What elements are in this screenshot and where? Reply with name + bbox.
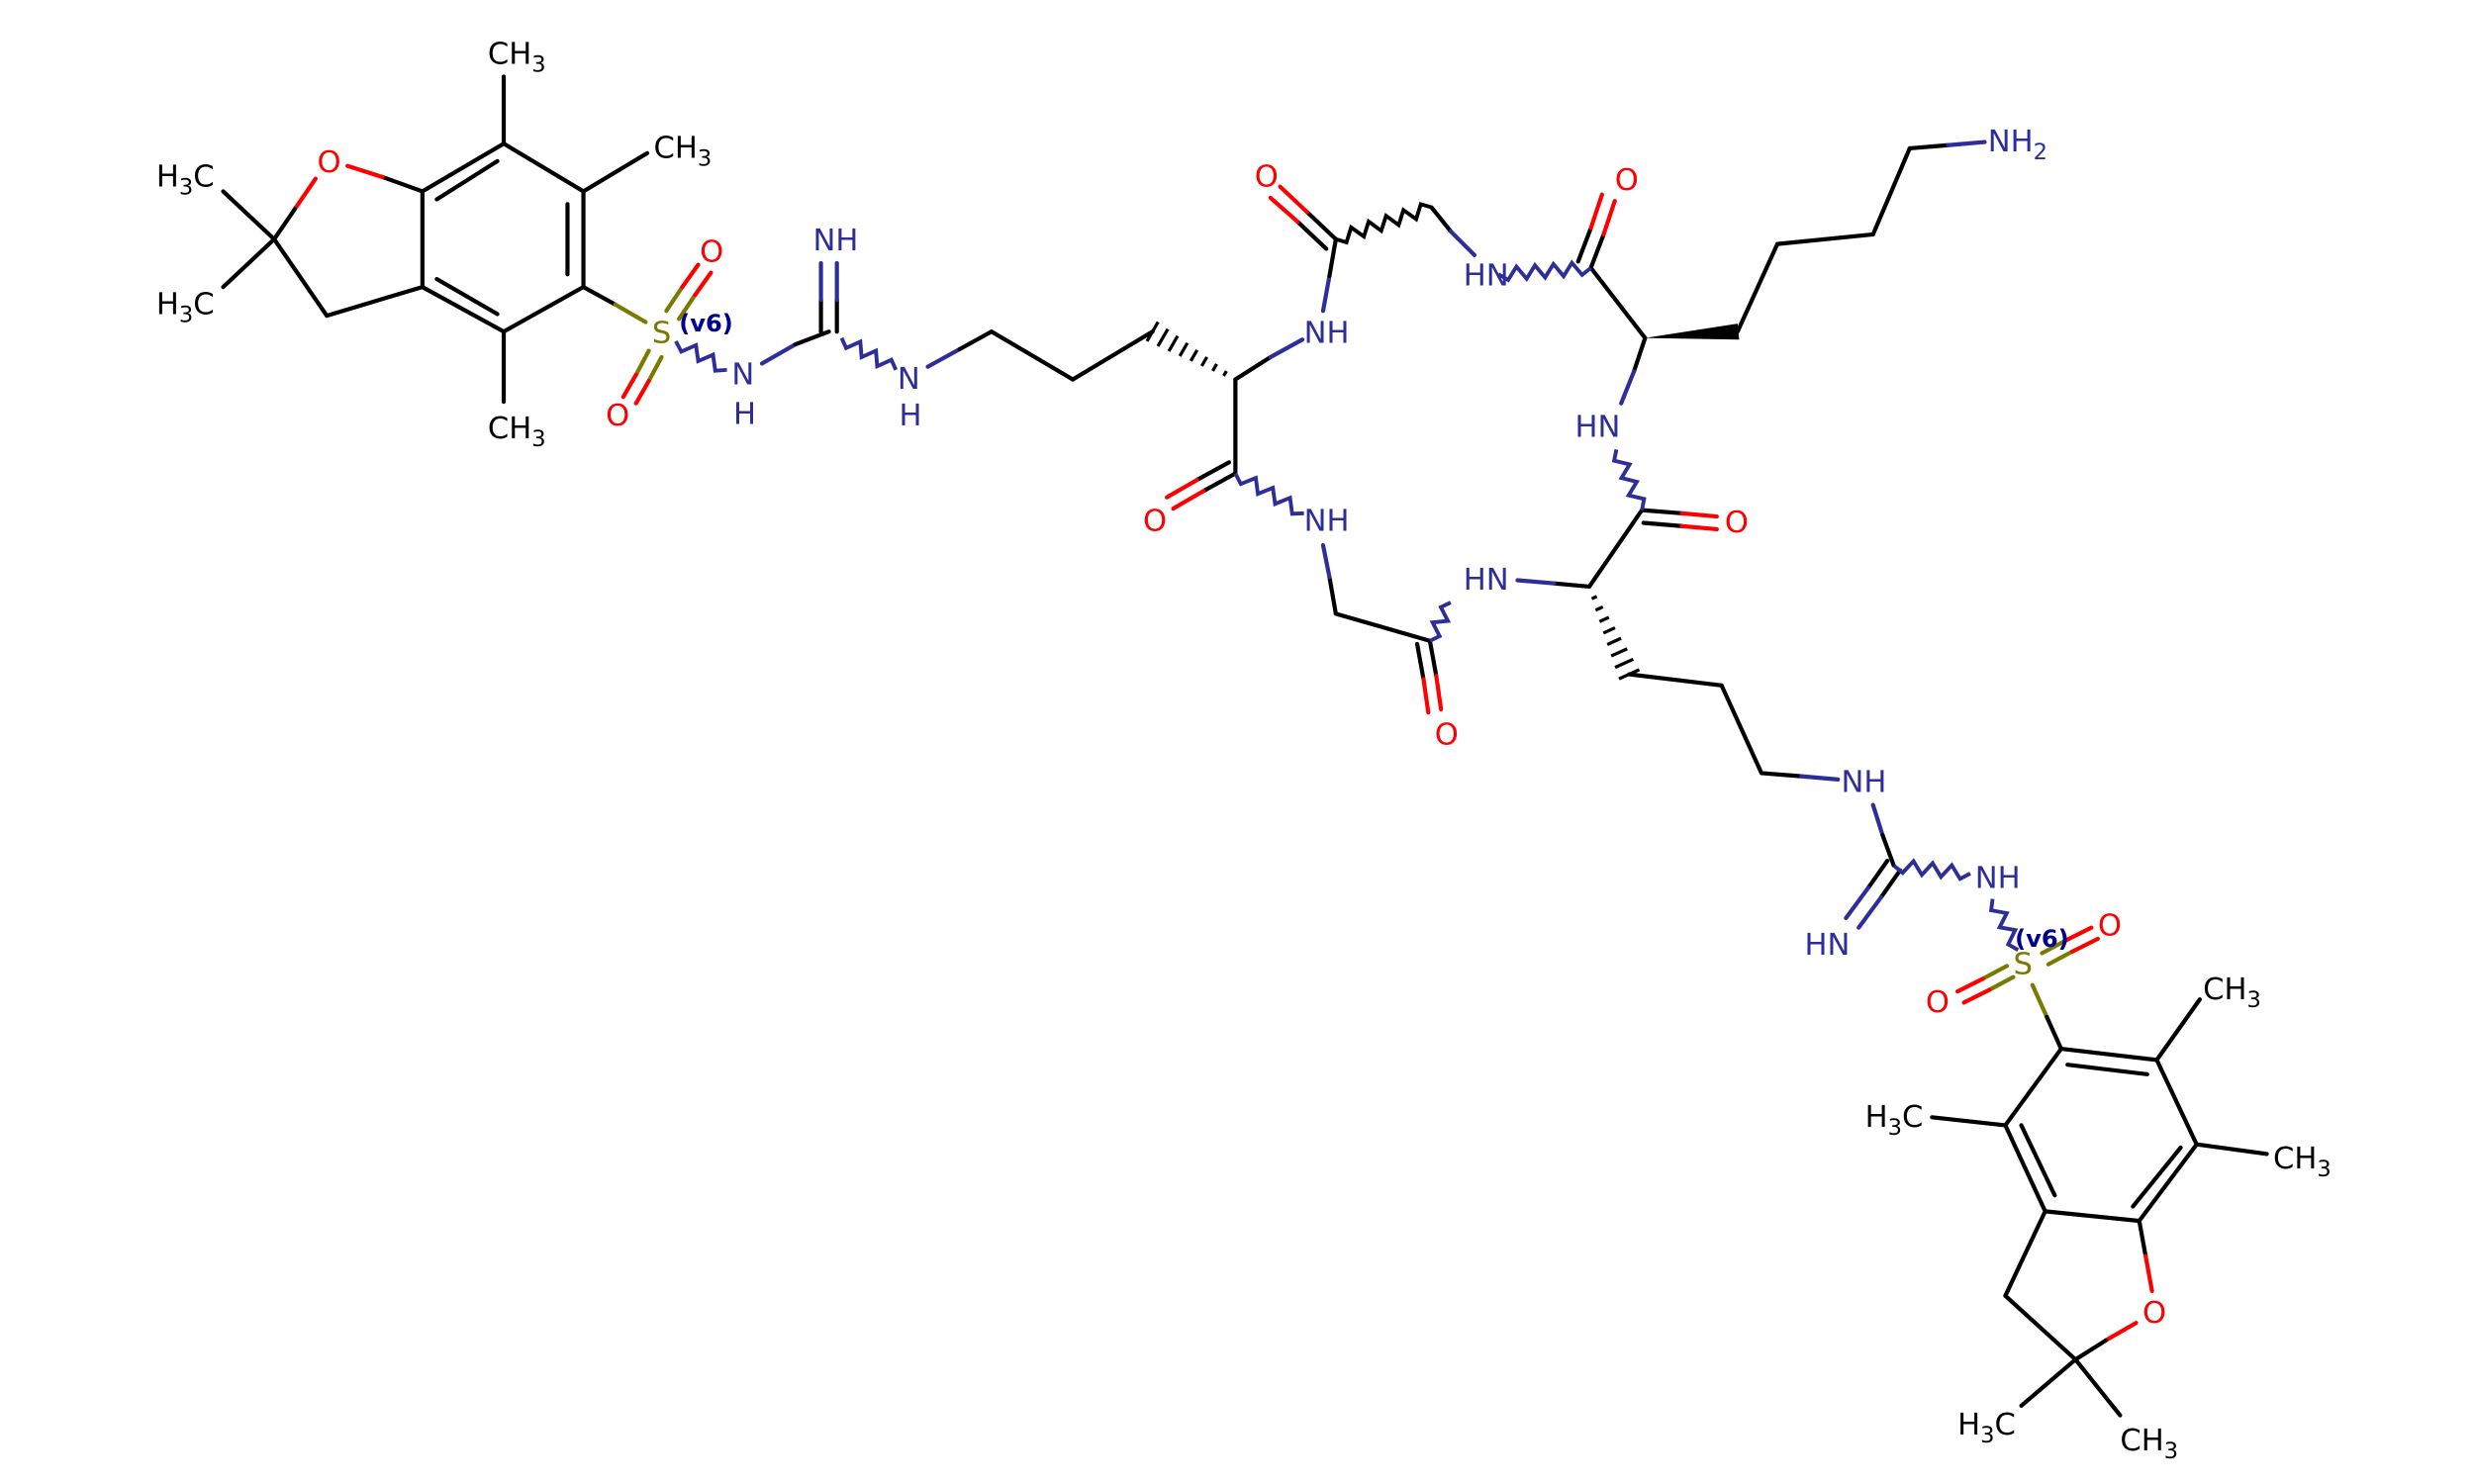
atom-label: NH bbox=[813, 224, 859, 258]
hash-line bbox=[1167, 334, 1180, 352]
atom-label: HN bbox=[1574, 411, 1620, 445]
hash-line bbox=[1606, 636, 1622, 646]
atom-labels: CH3 CH3 CH3 O H3C H3C S (v6) O O N H NH … bbox=[156, 38, 2331, 1464]
atom-label: CH3 bbox=[2120, 1424, 2178, 1464]
atom-label: HN bbox=[1804, 928, 1850, 963]
atom-label: O bbox=[2098, 909, 2122, 944]
atom-label: H3C bbox=[1865, 1100, 1924, 1141]
atom-label: H3C bbox=[156, 160, 215, 201]
wavy-bond bbox=[1335, 201, 1433, 245]
hash-line bbox=[1610, 647, 1628, 658]
atom-label: HN bbox=[1464, 563, 1509, 598]
atom-label: CH3 bbox=[653, 132, 712, 172]
atom-label: O bbox=[1926, 985, 1950, 1020]
atom-label: S bbox=[2013, 947, 2032, 981]
hash-line bbox=[1614, 657, 1635, 670]
hash-line bbox=[1199, 356, 1208, 367]
hashed-wedge-bonds bbox=[1145, 321, 1641, 681]
atom-label: CH3 bbox=[488, 412, 546, 452]
hash-line bbox=[1222, 370, 1228, 377]
wavy-bond bbox=[1988, 898, 2020, 952]
hash-line bbox=[1590, 595, 1598, 601]
hash-line bbox=[1211, 363, 1218, 372]
atom-label: O bbox=[1725, 506, 1749, 540]
wavy-bond bbox=[1892, 858, 1971, 881]
atom-label: O bbox=[1143, 505, 1167, 539]
atom-label: H3C bbox=[1957, 1408, 2016, 1448]
bonds bbox=[221, 74, 2269, 1418]
hash-line bbox=[1189, 348, 1199, 362]
atom-label: O bbox=[2142, 1296, 2166, 1331]
atom-label: CH3 bbox=[2203, 973, 2261, 1013]
atom-label: N bbox=[731, 357, 754, 392]
valence-label: (v6) bbox=[2015, 925, 2069, 953]
hash-line bbox=[1594, 604, 1604, 612]
atom-label: NH bbox=[1304, 505, 1350, 539]
atom-label: H bbox=[900, 399, 922, 433]
wavy-bond bbox=[1497, 259, 1592, 283]
valence-label: (v6) bbox=[679, 310, 733, 337]
hash-line bbox=[1618, 668, 1641, 681]
hash-line bbox=[1602, 626, 1616, 635]
atom-label: O bbox=[700, 234, 723, 269]
atom-label: S bbox=[652, 316, 671, 350]
hash-line bbox=[1178, 341, 1189, 357]
wavy-bond bbox=[674, 339, 727, 373]
hash-line bbox=[1156, 327, 1170, 347]
hash-line bbox=[1598, 615, 1610, 623]
atom-label: NH bbox=[1304, 316, 1350, 350]
atom-label: NH2 bbox=[1988, 125, 2047, 165]
atom-label: CH3 bbox=[488, 38, 546, 78]
atom-label: H3C bbox=[156, 287, 215, 327]
wavy-bond bbox=[1233, 472, 1304, 516]
wavy-bonds bbox=[674, 201, 2020, 952]
atom-label: HN bbox=[1464, 258, 1509, 293]
atom-label: NH bbox=[1842, 766, 1887, 800]
wavy-bond bbox=[839, 336, 899, 371]
atom-label: O bbox=[606, 399, 629, 433]
hash-line bbox=[1145, 321, 1160, 342]
atom-label: O bbox=[318, 145, 341, 180]
wavy-bond bbox=[1429, 601, 1452, 643]
atom-label: NH bbox=[1975, 861, 2021, 895]
atom-label: O bbox=[1435, 717, 1459, 752]
atom-label: O bbox=[1255, 160, 1279, 195]
atom-label: N bbox=[898, 362, 920, 397]
atom-label: CH3 bbox=[2273, 1142, 2331, 1182]
atom-label: H bbox=[733, 398, 756, 432]
wavy-bond bbox=[1611, 449, 1647, 511]
atom-label: O bbox=[1615, 163, 1639, 198]
